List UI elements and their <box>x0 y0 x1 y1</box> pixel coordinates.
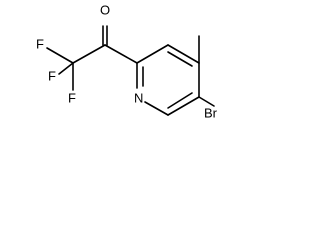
bond-c-f2 <box>58 62 74 75</box>
bond-carbonyl-ring <box>104 44 138 64</box>
bond-c6-n <box>144 101 169 116</box>
oxygen-atom-label: O <box>100 2 110 17</box>
bond-c-br <box>198 96 215 107</box>
fluorine-atom-label-1: F <box>36 36 44 51</box>
bond-c-f1 <box>46 47 74 64</box>
bond-carbonyl-cf3 <box>72 44 106 64</box>
fluorine-atom-label-2: F <box>48 68 56 83</box>
nitrogen-atom-label: N <box>134 90 143 105</box>
bond-c3-c4-inner <box>167 51 193 67</box>
fluorine-atom-label-3: F <box>68 90 76 105</box>
bond-c5-c6-inner <box>167 92 193 109</box>
bonds <box>46 25 215 116</box>
bond-c2-c3 <box>136 44 169 64</box>
bond-c5-c6 <box>167 96 200 116</box>
bond-c3-c4 <box>167 44 200 64</box>
structural-formula: O F F F N Br <box>36 2 218 120</box>
atom-labels: O F F F N Br <box>36 2 218 120</box>
bromine-atom-label: Br <box>204 105 218 120</box>
